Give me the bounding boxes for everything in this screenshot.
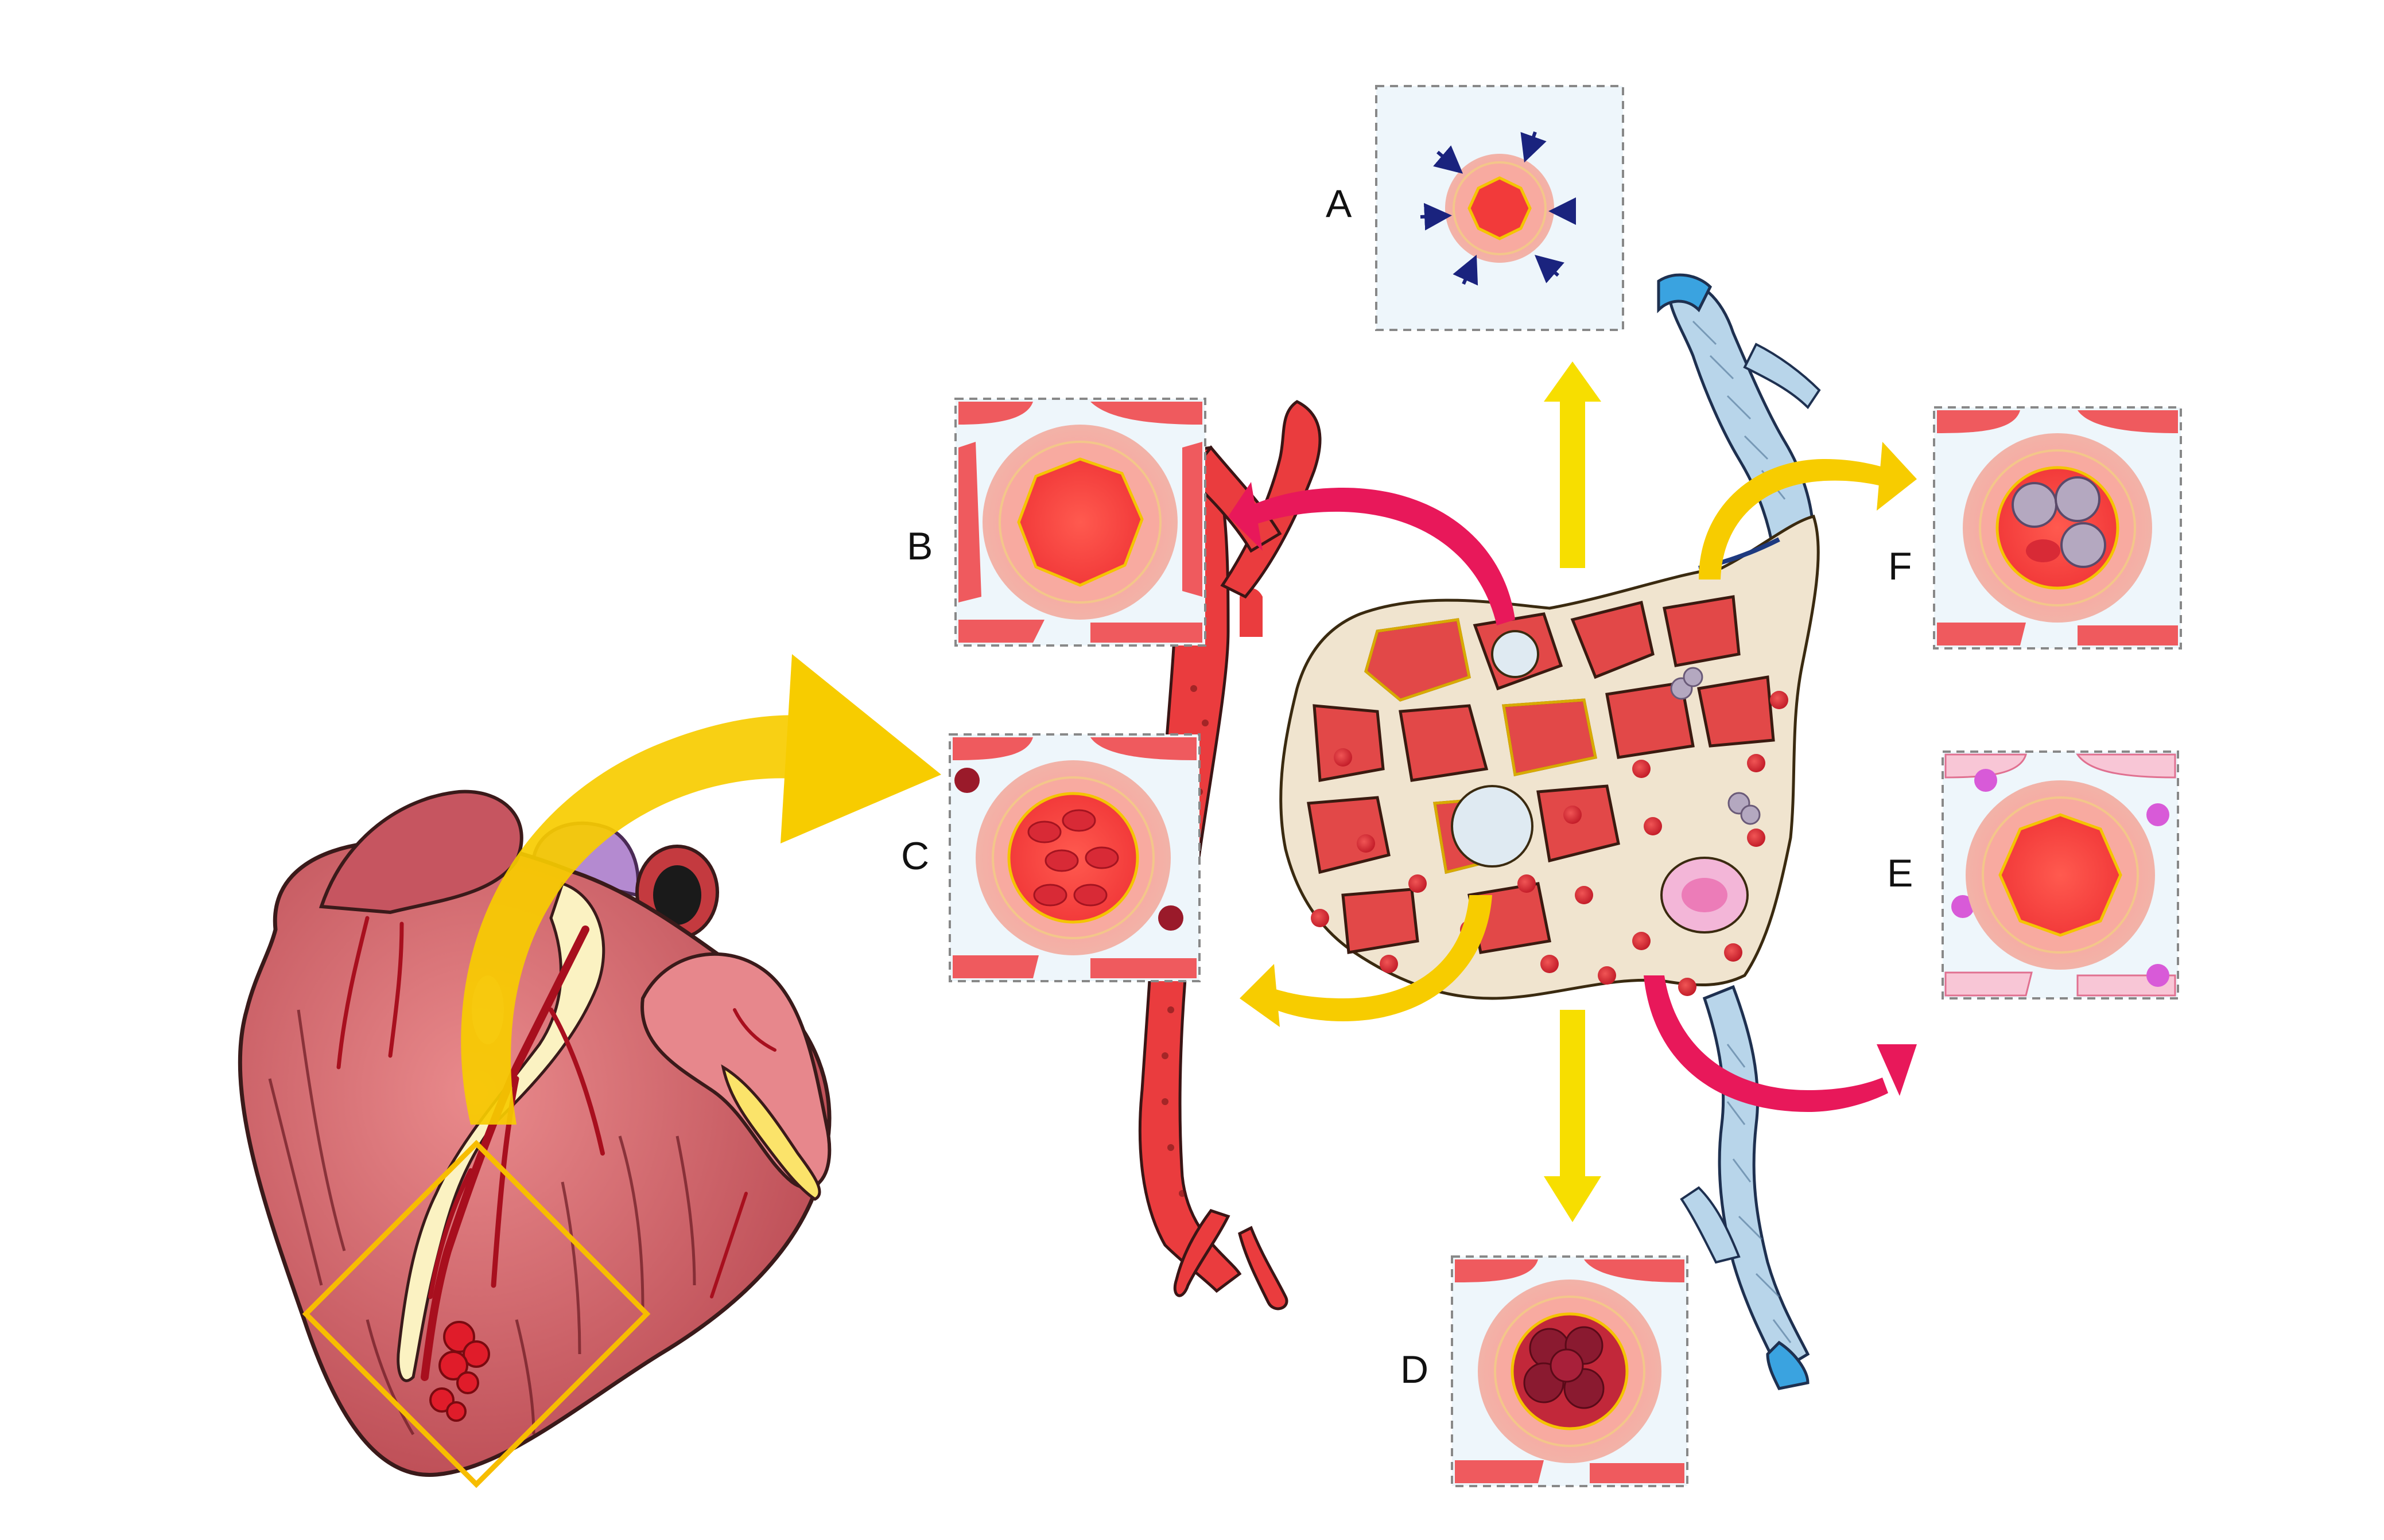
panel-d: D bbox=[1400, 1255, 1688, 1487]
venule-lower bbox=[1702, 985, 1810, 1374]
arrow-to-panel-f bbox=[1699, 442, 1917, 580]
panel-a: A bbox=[1326, 85, 1624, 331]
panel-label-c: C bbox=[901, 834, 929, 878]
panel-f: F bbox=[1888, 406, 2182, 650]
panel-label-d: D bbox=[1400, 1348, 1428, 1391]
heart-to-panel-c-arrow bbox=[461, 654, 941, 1125]
panel-b: B bbox=[907, 398, 1206, 647]
panel-label-f: F bbox=[1888, 545, 1912, 588]
arrow-to-panel-d bbox=[1544, 1010, 1601, 1222]
arrow-to-panel-e bbox=[1644, 975, 1917, 1112]
panel-label-e: E bbox=[1887, 851, 1913, 895]
panel-label-b: B bbox=[907, 524, 933, 568]
panel-label-a: A bbox=[1326, 182, 1352, 225]
panel-c: C bbox=[901, 733, 1201, 982]
arrow-to-panel-a bbox=[1544, 361, 1601, 568]
microvascular-bed bbox=[1138, 273, 1821, 1390]
arrow-to-panel-b bbox=[1228, 482, 1515, 625]
heart-illustration bbox=[238, 790, 832, 1488]
panel-e: E bbox=[1887, 750, 2179, 1000]
zoom-box bbox=[302, 1140, 651, 1488]
arrow-to-panel-c bbox=[1240, 895, 1492, 1027]
